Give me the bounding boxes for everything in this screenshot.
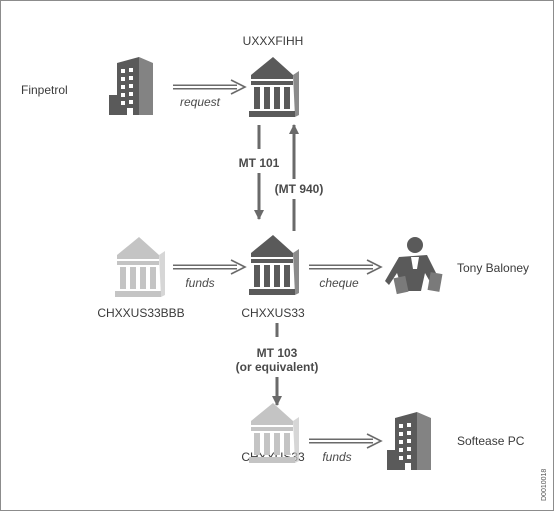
uxxxfihh-bank-icon [249, 57, 299, 117]
chxxus33bbb-label: CHXXUS33BBB [97, 306, 184, 320]
softease-office-icon [387, 412, 431, 470]
mt103-label: MT 103 [257, 346, 298, 360]
chxxus33-bank-icon [249, 235, 299, 295]
funds-in-label: funds [185, 276, 214, 290]
finpetrol-office-icon [109, 57, 153, 115]
tony-baloney-person-icon [385, 237, 443, 295]
mt103-sublabel: (or equivalent) [236, 360, 319, 374]
funds-in-arrow [173, 259, 247, 275]
cheque-arrow [309, 259, 383, 275]
mt940-label: (MT 940) [275, 182, 324, 196]
tony-baloney-label: Tony Baloney [457, 261, 529, 275]
chxxus33-label: CHXXUS33 [241, 306, 305, 320]
request-label: request [180, 95, 221, 109]
request-arrow [173, 79, 247, 95]
funds-out-label: funds [322, 450, 351, 464]
cheque-label: cheque [319, 276, 359, 290]
figure-code: D0010018 [541, 469, 548, 501]
funds-out-arrow [309, 433, 383, 449]
chxxus33bbb-bank-icon [115, 237, 165, 297]
softease-label: Softease PC [457, 434, 525, 448]
mt101-label: MT 101 [239, 156, 280, 170]
finpetrol-label: Finpetrol [21, 83, 68, 97]
uxxxfihh-label: UXXXFIHH [243, 34, 304, 48]
